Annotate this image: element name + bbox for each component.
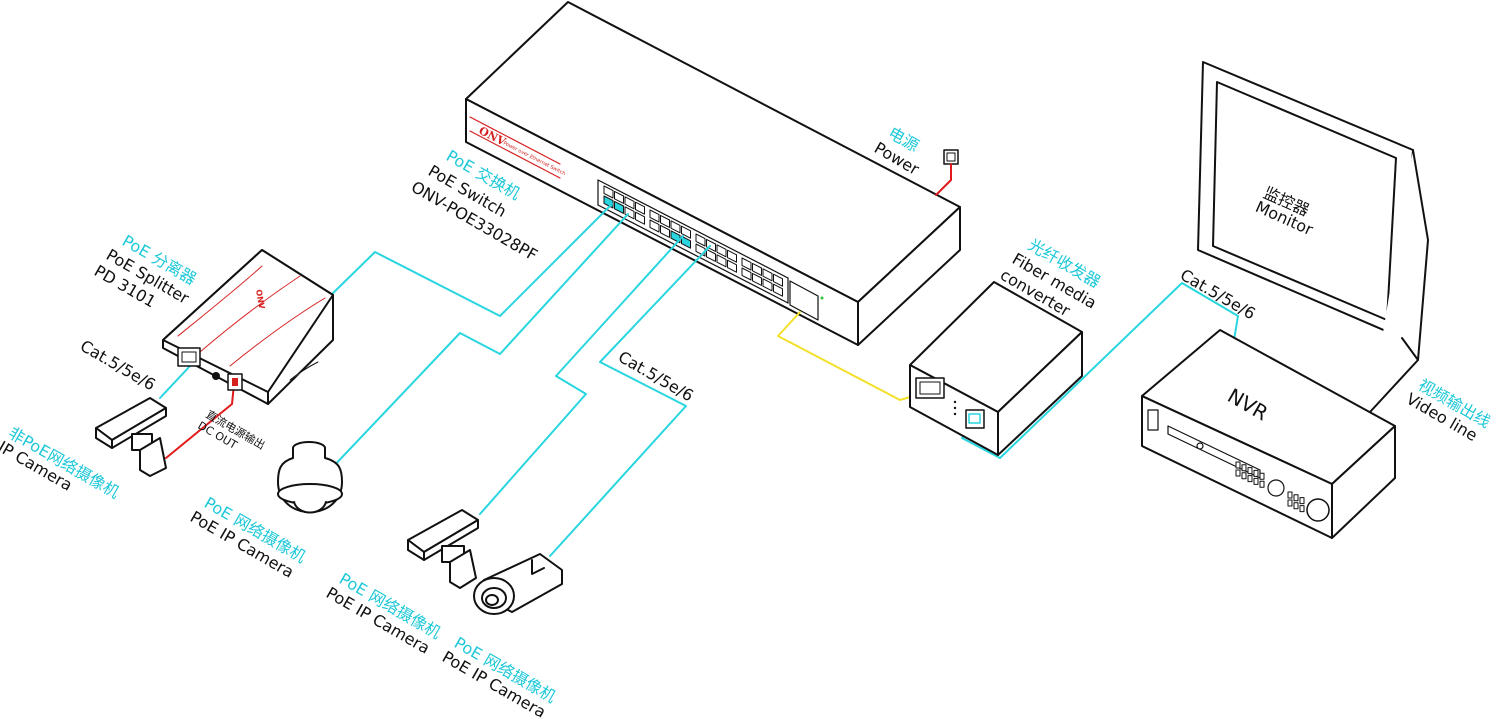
switch-port [752,262,762,276]
switch-port [670,230,681,244]
nvr-button [1287,491,1293,499]
switch-port [624,206,635,220]
nvr-button [1259,480,1265,488]
switch-port [614,200,624,214]
nvr-button [1293,494,1299,502]
nvr-button [1235,461,1241,469]
switch-port [603,185,614,199]
nvr-button [1247,475,1253,483]
switch-port [773,273,783,287]
nvr-button [1247,467,1253,475]
dome-camera [277,441,343,514]
switch-port [727,249,737,263]
switch-port [624,196,635,210]
switch-port [649,209,660,223]
switch-port [716,254,727,268]
poe-splitter: ONV [162,249,334,405]
bullet-camera [473,553,563,615]
nvr-button [1299,505,1305,513]
switch-port [635,211,645,225]
fiber-converter [909,281,1083,456]
switch-port [681,225,691,239]
switch-port [762,268,773,282]
switch-port [635,201,645,215]
cable-switch-bullet [549,245,711,557]
nvr [1141,329,1396,539]
nvr-button [1253,477,1259,485]
switch-port [660,214,670,228]
switch-port [773,283,783,297]
nvr-button [1287,499,1293,507]
monitor [1197,61,1429,413]
nvr-button [1259,472,1265,480]
poe-switch: ONV Power over Ethernet Switch [465,1,961,346]
cable-switch-splitter [329,203,613,317]
nvr-button [1241,472,1247,480]
switch-port [649,219,660,233]
switch-port [660,224,670,238]
cable-switch-dome [329,213,629,471]
switch-port [614,190,624,204]
box-camera [407,509,479,589]
nvr-button [1235,469,1241,477]
switch-port [762,278,773,292]
switch-port [670,220,681,234]
switch-port [681,235,691,249]
cable-splitter-camera [159,365,191,399]
switch-port [741,267,752,281]
nvr-button [1253,469,1259,477]
switch-port [706,248,716,262]
switch-port [741,257,752,271]
power-socket [935,149,959,196]
cable-switch-box [479,235,684,515]
nvr-button [1293,502,1299,510]
switch-port [727,259,737,273]
switch-port [695,233,706,247]
nvr-button [1299,497,1305,505]
switch-port [752,272,762,286]
switch-port [716,244,727,258]
nvr-button [1241,464,1247,472]
switch-port [706,238,716,252]
non-poe-camera [95,397,167,477]
splitter-brand: ONV [254,289,266,311]
